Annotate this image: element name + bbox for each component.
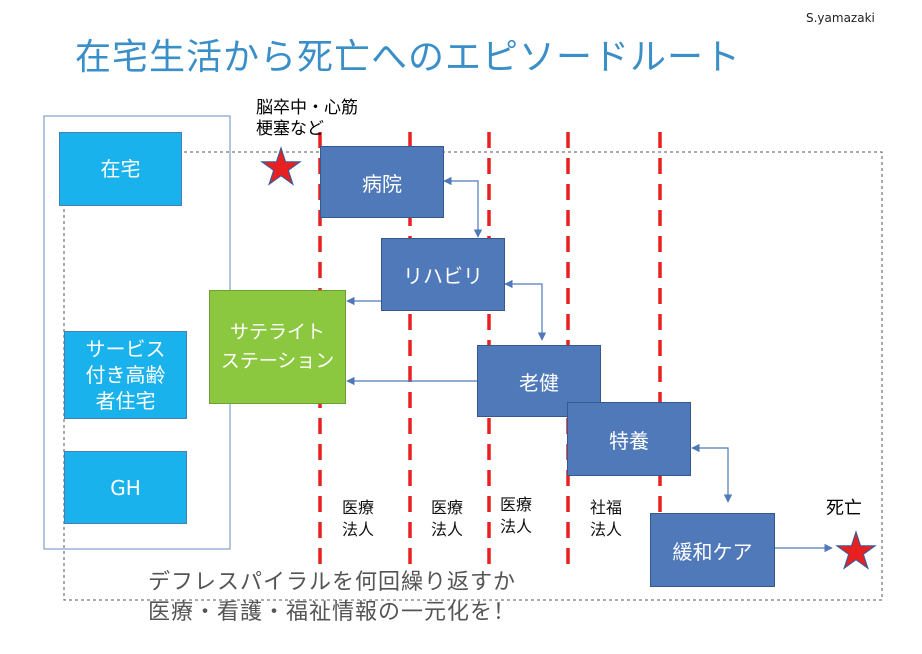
operator-label-1-line-1: 医療 (342, 498, 375, 517)
operator-label-2-line-2: 法人 (431, 520, 464, 540)
operator-label-3-line-2: 法人 (500, 517, 533, 537)
box-palliative: 緩和ケア (650, 513, 775, 587)
box-satellite-line-2: ステーション (220, 350, 335, 372)
arrow-rehab-roken (504, 279, 547, 341)
event-label: 脳卒中・心筋 梗塞など (256, 98, 358, 141)
box-elderly-health-label: 老健 (519, 370, 559, 395)
event-label-line-2: 梗塞など (256, 119, 324, 140)
box-satellite-line-1: サテライト (229, 320, 325, 343)
death-label: 死亡 (826, 498, 862, 519)
box-palliative-label: 緩和ケア (672, 539, 753, 564)
box-service-housing-line-1: サービス (85, 337, 166, 361)
death-star-icon (835, 530, 877, 570)
arrow-hospital-rehab (443, 176, 483, 238)
operator-label-4-line-1: 社福 (590, 498, 623, 517)
box-home: 在宅 (59, 132, 182, 206)
box-rehab: リハビリ (381, 238, 505, 311)
box-hospital-label: 病院 (362, 171, 402, 196)
page-title: 在宅生活から死亡へのエピソードルート (75, 37, 742, 78)
box-rehab-label: リハビリ (403, 264, 483, 288)
operator-label-1-line-2: 法人 (342, 520, 375, 540)
event-star-icon (260, 146, 302, 186)
box-gh: GH (64, 451, 187, 524)
box-hospital: 病院 (320, 146, 444, 218)
box-home-label: 在宅 (100, 157, 141, 181)
bottom-message-line-1: デフレスパイラルを何回繰り返すか (148, 570, 517, 595)
box-elderly-health: 老健 (477, 345, 601, 417)
author-label: S.yamazaki (806, 11, 875, 25)
operator-label-2: 医療 法人 (431, 497, 463, 542)
event-label-line-1: 脳卒中・心筋 (256, 98, 358, 118)
arrow-tokuyo-kanwa (691, 443, 733, 503)
operator-label-3-line-1: 医療 (500, 495, 533, 514)
bottom-message-line-2: 医療・看護・福祉情報の一元化を！ (148, 599, 517, 625)
operator-label-1: 医療 法人 (342, 497, 374, 542)
operator-label-4: 社福 法人 (590, 497, 622, 542)
box-gh-label: GH (110, 475, 141, 500)
bottom-message: デフレスパイラルを何回繰り返すか 医療・看護・福祉情報の一元化を！ (148, 568, 516, 627)
box-service-housing: サービス 付き高齢 者住宅 (64, 331, 187, 419)
box-special-nursing-label: 特養 (609, 428, 649, 453)
operator-label-3: 医療 法人 (500, 494, 532, 539)
route-frame (63, 151, 883, 601)
box-satellite-station: サテライト ステーション (209, 290, 346, 404)
box-service-housing-line-2: 付き高齢 (85, 363, 166, 387)
box-service-housing-line-3: 者住宅 (95, 389, 156, 413)
operator-label-2-line-1: 医療 (431, 498, 464, 517)
box-special-nursing: 特養 (567, 402, 691, 476)
operator-label-4-line-2: 法人 (590, 520, 623, 540)
